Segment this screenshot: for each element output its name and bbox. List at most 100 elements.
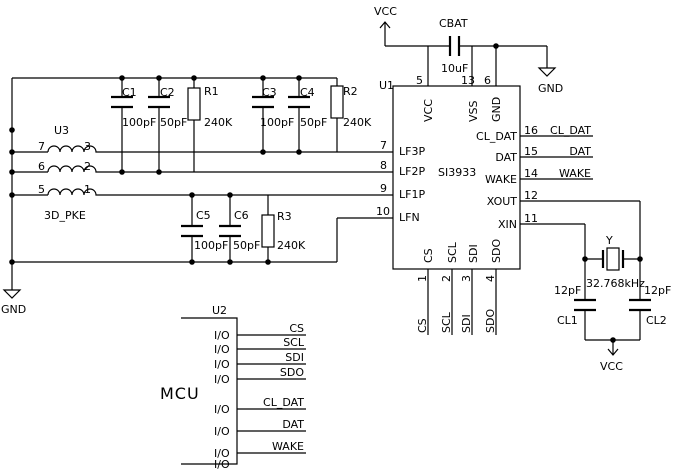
r2-name: R2 — [343, 85, 358, 98]
net-cldat-u2: CL_DAT — [263, 396, 304, 409]
u1-pin5-num: 5 — [416, 74, 423, 87]
u2-pin1-label: I/O — [214, 329, 230, 342]
u1-pin9-num: 9 — [380, 182, 387, 195]
u1-pin16-num: 16 — [524, 124, 538, 137]
u2-pin5-label: I/O — [214, 403, 230, 416]
capacitor-cbat: CBAT 10uF — [428, 17, 547, 75]
vcc-bottom: VCC — [585, 339, 640, 373]
c3-value: 100pF — [260, 116, 294, 129]
cbat-value: 10uF — [441, 62, 468, 75]
u1-pin11-num: 11 — [524, 212, 538, 225]
c1-value: 100pF — [122, 116, 156, 129]
net-scl-u2: SCL — [283, 336, 305, 349]
u1-pin7-num: 7 — [380, 139, 387, 152]
junction-dots — [9, 43, 643, 343]
lf-network-wires — [11, 77, 393, 288]
net-sdi-u1: SDI — [460, 314, 473, 333]
capacitor-c5: C5 100pF — [181, 209, 228, 252]
u1-pin4-num: 4 — [484, 275, 497, 282]
c5-name: C5 — [196, 209, 211, 222]
coil-1-left-pin: 7 — [38, 140, 45, 153]
r2-value: 240K — [343, 116, 372, 129]
r3-value: 240K — [277, 239, 306, 252]
u2-ref: U2 — [212, 304, 227, 317]
crystal-name: Y — [605, 234, 613, 247]
u3-part: 3D_PKE — [44, 209, 86, 222]
u1-ref: U1 — [379, 79, 394, 92]
u2-name: MCU — [160, 384, 200, 403]
u1-pin6-num: 6 — [484, 74, 491, 87]
cl1-name: CL1 — [557, 314, 578, 327]
net-sdo-u2: SDO — [280, 366, 304, 379]
net-wake-u2: WAKE — [272, 440, 304, 453]
net-cs-u1: CS — [416, 318, 429, 333]
u2-pin7-label: I/O — [214, 447, 230, 460]
c4-name: C4 — [300, 86, 315, 99]
net-wake-u1: WAKE — [559, 167, 591, 180]
u1-pin2-num: 2 — [440, 275, 453, 282]
chip-u2: U2 MCU I/O I/O I/O I/O I/O I/O I/O I/O C… — [160, 304, 306, 470]
c6-name: C6 — [234, 209, 249, 222]
capacitor-c4: C4 50pF — [288, 86, 327, 129]
vcc-top: VCC — [374, 5, 428, 47]
r1-name: R1 — [204, 85, 219, 98]
capacitor-cl1: 12pF CL1 — [554, 284, 596, 340]
coil-2-left-pin: 6 — [38, 160, 45, 173]
u2-pin2-label: I/O — [214, 343, 230, 356]
c6-value: 50pF — [233, 239, 260, 252]
u1-vss-label: VSS — [467, 100, 480, 122]
vcc-bottom-label: VCC — [600, 360, 623, 373]
r1-value: 240K — [204, 116, 233, 129]
capacitor-c6: C6 50pF — [219, 209, 260, 252]
coil-3-right-pin: 1 — [84, 183, 91, 196]
net-cs-u2: CS — [289, 322, 304, 335]
u1-lf1p-label: LF1P — [399, 188, 425, 201]
net-sdo-u1: SDO — [484, 309, 497, 333]
u1-xout-label: XOUT — [487, 195, 518, 208]
r3-name: R3 — [277, 210, 292, 223]
cl2-name: CL2 — [646, 314, 667, 327]
u2-pin8-label: I/O — [214, 458, 230, 470]
coil-1-right-pin: 3 — [84, 140, 91, 153]
u1-lf3p-label: LF3P — [399, 145, 425, 158]
u1-sdo-label: SDO — [490, 239, 503, 263]
cl2-value: 12pF — [644, 284, 671, 297]
u3-ref: U3 — [54, 124, 69, 137]
u1-gnd-label: GND — [490, 97, 503, 122]
gnd-left-label: GND — [1, 303, 26, 316]
net-dat-u2: DAT — [282, 418, 304, 431]
capacitor-c3: C3 100pF — [252, 86, 294, 129]
resistor-r1: R1 240K — [187, 85, 233, 129]
u1-pin8-num: 8 — [380, 159, 387, 172]
gnd-right: GND — [537, 46, 563, 95]
net-sdi-u2: SDI — [285, 351, 304, 364]
net-scl-u1: SCL — [440, 311, 453, 333]
crystal-value: 32.768kHz — [586, 277, 645, 290]
c2-name: C2 — [160, 86, 175, 99]
c2-value: 50pF — [160, 116, 187, 129]
u1-lf2p-label: LF2P — [399, 165, 425, 178]
cbat-name: CBAT — [439, 17, 468, 30]
gnd-right-label: GND — [538, 82, 563, 95]
u1-sdi-label: SDI — [467, 244, 480, 263]
gnd-left: GND — [1, 288, 26, 316]
capacitor-cl2: 12pF CL2 — [629, 284, 671, 340]
c3-name: C3 — [262, 86, 277, 99]
crystal-y: Y 32.768kHz — [584, 201, 645, 300]
cl1-value: 12pF — [554, 284, 581, 297]
resistor-r3: R3 240K — [261, 210, 306, 252]
u1-pin1-num: 1 — [416, 275, 429, 282]
u1-vcc-label: VCC — [422, 99, 435, 122]
u1-part: SI3933 — [438, 166, 476, 179]
u1-pin15-num: 15 — [524, 145, 538, 158]
u2-pin4-label: I/O — [214, 373, 230, 386]
net-cldat-u1: CL_DAT — [550, 124, 591, 137]
capacitor-c2: C2 50pF — [148, 86, 187, 129]
u1-pin12-num: 12 — [524, 189, 538, 202]
c4-value: 50pF — [300, 116, 327, 129]
vcc-top-label: VCC — [374, 5, 397, 18]
u2-pin6-label: I/O — [214, 425, 230, 438]
u1-lfn-label: LFN — [399, 211, 420, 224]
u1-cldat-label: CL_DAT — [476, 130, 517, 143]
u1-pin14-num: 14 — [524, 167, 538, 180]
